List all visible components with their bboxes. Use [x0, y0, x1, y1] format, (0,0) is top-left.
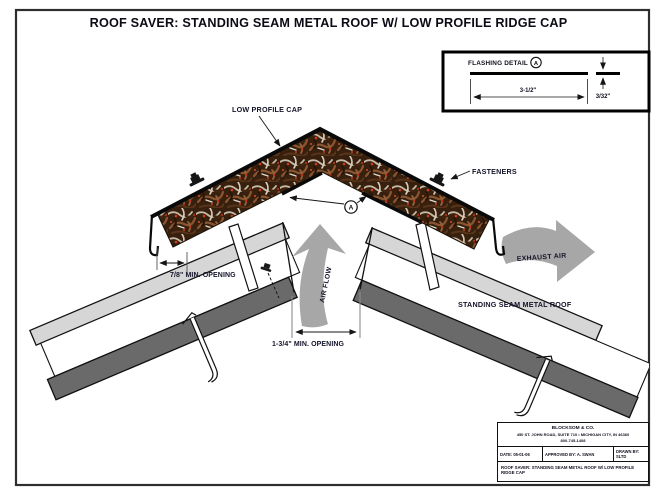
approved-by-field: APPROVED BY: A. SWAN [542, 447, 613, 461]
flashing-detail-callout-circle [530, 56, 542, 69]
right-seam-channel [514, 359, 550, 417]
flashing-detail-border [441, 50, 651, 113]
callout-a-leader-left [289, 195, 345, 205]
title-block-drawing-title: ROOF SAVER: STANDING SEAM METAL ROOF W/ … [501, 465, 635, 475]
flashing-detail-label: FLASHING DETAIL [468, 60, 528, 67]
sheet-border [14, 8, 651, 487]
right-seam-line [516, 360, 551, 417]
left-ridge-rafter [228, 223, 259, 292]
ridge-slot-opening-label: 1-3/4" MIN. OPENING [272, 341, 345, 348]
flashing-callout-circle [344, 200, 358, 214]
right-deck-board [352, 279, 639, 419]
left-flashing-strip [281, 171, 323, 196]
callout-a-leader-right [356, 196, 367, 204]
title-block-info-row: DATE: 05-01-06 APPROVED BY: A. SWAN DRAW… [498, 446, 648, 462]
right-seam-flag [536, 355, 553, 362]
right-flashing-strip [361, 191, 422, 224]
left-seam-flag [182, 311, 197, 325]
right-deck-ridge-cut [359, 226, 374, 290]
fasteners-leader [450, 170, 471, 180]
low-profile-cap-leader [258, 115, 281, 147]
panel-clip-screw [260, 262, 272, 272]
roof-section-drawing [29, 126, 649, 419]
title-block-company-row: BLOCKSOM & CO. 450 ST. JOHN ROAD, SUITE … [498, 423, 648, 446]
drawn-by-field: DRAWN BY: SLTD [613, 447, 648, 461]
exhaust-air-arrow [501, 220, 595, 282]
cap-edge-opening-label: 7/8" MIN. OPENING [170, 272, 236, 279]
right-seam-line [514, 358, 547, 414]
company-address: 450 ST. JOHN ROAD, SUITE 710 • MICHIGAN … [516, 432, 630, 438]
air-flow-arrow [292, 224, 346, 328]
low-profile-cap-metal [150, 126, 495, 222]
cap-fastener-left [189, 172, 205, 187]
flashing-width-label: 3-1/2" [520, 88, 537, 94]
flashing-callout-letter: A [349, 205, 354, 212]
cap-right-hem [491, 217, 506, 256]
drawing-main-title: ROOF SAVER: STANDING SEAM METAL ROOF W/ … [89, 15, 568, 30]
screw-shank-hidden-line [267, 272, 280, 299]
left-seam-line [193, 316, 218, 383]
left-seam-line [189, 318, 214, 383]
left-deck-ridge-cut [281, 221, 295, 293]
flashing-detail-box: FLASHING DETAIL A 3-1/2" 3/32" [441, 50, 651, 113]
standing-seam-metal-roof-label: STANDING SEAM METAL ROOF [458, 300, 572, 309]
left-seam-channel [189, 317, 218, 385]
title-block: BLOCKSOM & CO. 450 ST. JOHN ROAD, SUITE … [497, 422, 649, 482]
date-field: DATE: 05-01-06 [500, 451, 530, 457]
company-name: BLOCKSOM & CO. [551, 425, 595, 431]
exhaust-air-label: EXHAUST AIR [517, 253, 567, 263]
left-roof-deck [29, 221, 301, 401]
cap-fastener-right [429, 172, 445, 187]
fasteners-label: FASTENERS [472, 167, 517, 176]
company-phone: 800-745-1408 [560, 438, 586, 444]
low-profile-cap-label: LOW PROFILE CAP [232, 105, 302, 114]
flashing-detail-callout-letter: A [534, 61, 539, 67]
flashing-thickness-label: 3/32" [596, 94, 611, 100]
